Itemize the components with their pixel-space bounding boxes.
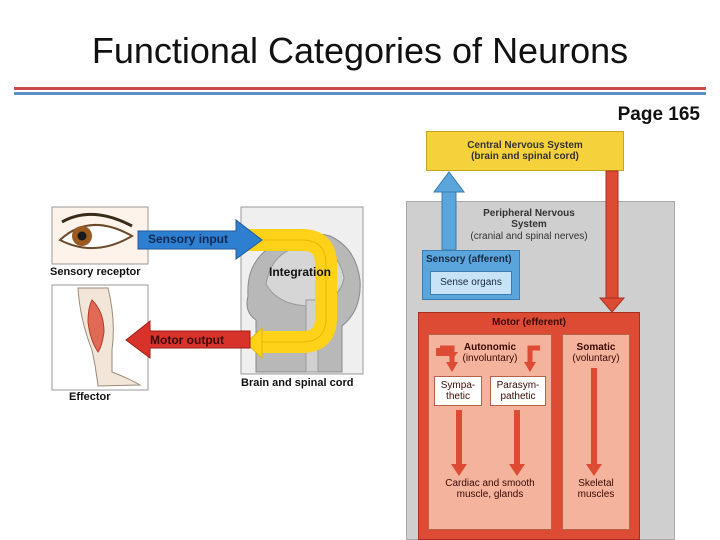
sympathetic-box: Sympa- thetic (434, 376, 482, 406)
sympathetic-line1: Sympa- (440, 379, 476, 391)
autonomic-label: Autonomic (involuntary) (452, 340, 528, 366)
somatic-subtitle: (voluntary) (572, 353, 620, 364)
sympathetic-down-arrow (456, 410, 462, 466)
eye-panel (51, 206, 149, 265)
pns-label: Peripheral Nervous System (cranial and s… (456, 206, 602, 244)
parasympathetic-down-arrow (514, 410, 520, 466)
slide-title: Functional Categories of Neurons (91, 30, 629, 71)
autonomic-subtitle: (involuntary) (462, 353, 518, 364)
skeletal-muscles-label: Skeletal muscles (562, 476, 630, 502)
parasympathetic-box: Parasym- pathetic (490, 376, 546, 406)
cns-title: Central Nervous System (467, 139, 583, 151)
sensory-afferent-label: Sensory (afferent) (426, 254, 512, 265)
autonomic-title: Autonomic (463, 341, 517, 353)
parasympathetic-line2: pathetic (500, 391, 536, 402)
somatic-down-arrow (591, 368, 597, 466)
effector-label: Effector (69, 391, 111, 403)
cardiac-line1: Cardiac and smooth (445, 477, 535, 489)
brain-spinal-cord-label: Brain and spinal cord (241, 377, 354, 389)
sympathetic-branch-arrow (440, 345, 455, 362)
cns-subtitle: (brain and spinal cord) (471, 151, 579, 162)
integration-label: Integration (269, 265, 331, 279)
sympathetic-line2: thetic (446, 391, 470, 402)
loop-arrowhead (245, 326, 263, 360)
somatic-panel (562, 334, 630, 530)
cns-box: Central Nervous System (brain and spinal… (426, 131, 624, 171)
afferent-arrow (441, 189, 457, 251)
leg-panel (51, 284, 149, 391)
page-reference: Page 165 (617, 104, 700, 125)
title-divider-red (14, 87, 706, 90)
pns-title-line2: System (511, 219, 547, 231)
pns-title-line1: Peripheral Nervous (483, 207, 575, 219)
motor-output-label: Motor output (150, 333, 224, 347)
skeletal-line2: muscles (577, 489, 615, 500)
sensory-input-arrow (137, 218, 263, 260)
somatic-title: Somatic (576, 341, 616, 353)
efferent-arrow (605, 170, 619, 300)
motor-efferent-label: Motor (efferent) (492, 317, 566, 329)
skeletal-line1: Skeletal (578, 477, 614, 489)
sense-organs-box: Sense organs (430, 271, 512, 295)
cardiac-line2: muscle, glands (456, 489, 524, 500)
parasympathetic-line1: Parasym- (496, 379, 540, 391)
pns-subtitle: (cranial and spinal nerves) (470, 230, 588, 242)
title-divider-blue (14, 92, 706, 95)
cardiac-smooth-label: Cardiac and smooth muscle, glands (430, 476, 550, 502)
parasympathetic-branch-arrow (527, 345, 540, 362)
somatic-label: Somatic (voluntary) (562, 340, 630, 366)
sensory-receptor-label: Sensory receptor (50, 266, 141, 278)
muscle-icon (87, 299, 105, 353)
motor-output-arrow (125, 319, 251, 359)
sensory-input-label: Sensory input (148, 232, 229, 246)
